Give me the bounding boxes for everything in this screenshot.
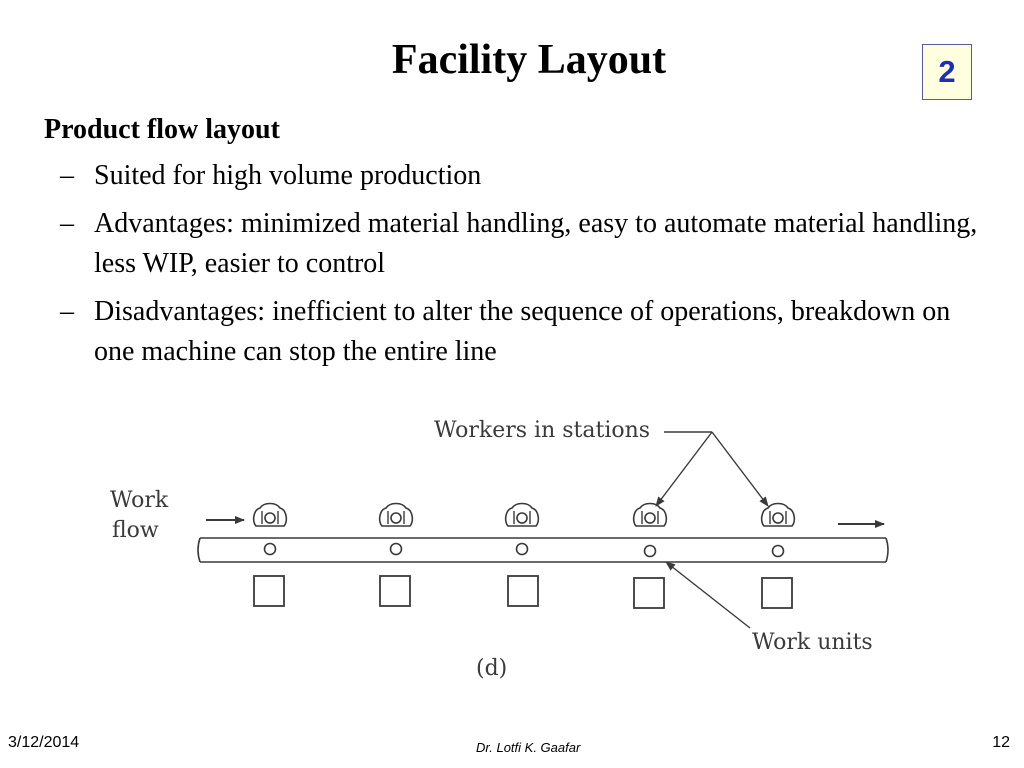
work-units-label: Work units xyxy=(752,630,873,655)
footer-date: 3/12/2014 xyxy=(8,734,80,751)
bullet-item: – Suited for high volume production xyxy=(44,156,984,196)
figure-caption: (d) xyxy=(476,656,508,681)
work-unit-circle xyxy=(771,544,785,558)
footer-page-number: 12 xyxy=(992,734,1010,751)
station-box xyxy=(507,575,539,607)
work-unit-circle xyxy=(515,542,529,556)
work-unit-circle xyxy=(643,544,657,558)
dash-marker: – xyxy=(60,208,74,239)
station-box xyxy=(761,577,793,609)
worker-icon xyxy=(504,502,540,527)
station-box xyxy=(253,575,285,607)
worker-icon xyxy=(252,502,288,527)
workers-leader-lines xyxy=(655,431,769,507)
bullet-list: – Suited for high volume production – Ad… xyxy=(44,156,984,372)
slide-number-badge: 2 xyxy=(922,44,972,100)
bullet-text: Advantages: minimized material handling,… xyxy=(94,208,978,279)
work-unit-circle xyxy=(263,542,277,556)
worker-icon xyxy=(378,502,414,527)
bullet-text: Disadvantages: inefficient to alter the … xyxy=(94,296,951,367)
production-line-diagram: Workers in stations Work flow Work units… xyxy=(98,412,908,690)
bullet-item: – Disadvantages: inefficient to alter th… xyxy=(44,292,984,372)
worker-icon xyxy=(760,502,796,527)
slide-title: Facility Layout xyxy=(391,37,667,83)
section-heading: Product flow layout xyxy=(44,114,280,145)
footer-author: Dr. Lotfi K. Gaafar xyxy=(476,740,581,755)
dash-marker: – xyxy=(60,160,74,191)
work-flow-label-line2: flow xyxy=(112,518,159,543)
dash-marker: – xyxy=(60,296,74,327)
station-box xyxy=(379,575,411,607)
worker-icon xyxy=(632,502,668,527)
bullet-item: – Advantages: minimized material handlin… xyxy=(44,204,984,284)
slide-content: Product flow layout – Suited for high vo… xyxy=(44,112,984,380)
bullet-text: Suited for high volume production xyxy=(94,160,482,191)
production-line-drawing xyxy=(197,431,889,629)
station-box xyxy=(633,577,665,609)
work-flow-label-line1: Work xyxy=(110,488,169,513)
work-units-leader-line xyxy=(665,561,751,629)
workers-in-stations-label: Workers in stations xyxy=(434,418,651,443)
work-unit-circle xyxy=(389,542,403,556)
conveyor-belt xyxy=(197,537,889,563)
